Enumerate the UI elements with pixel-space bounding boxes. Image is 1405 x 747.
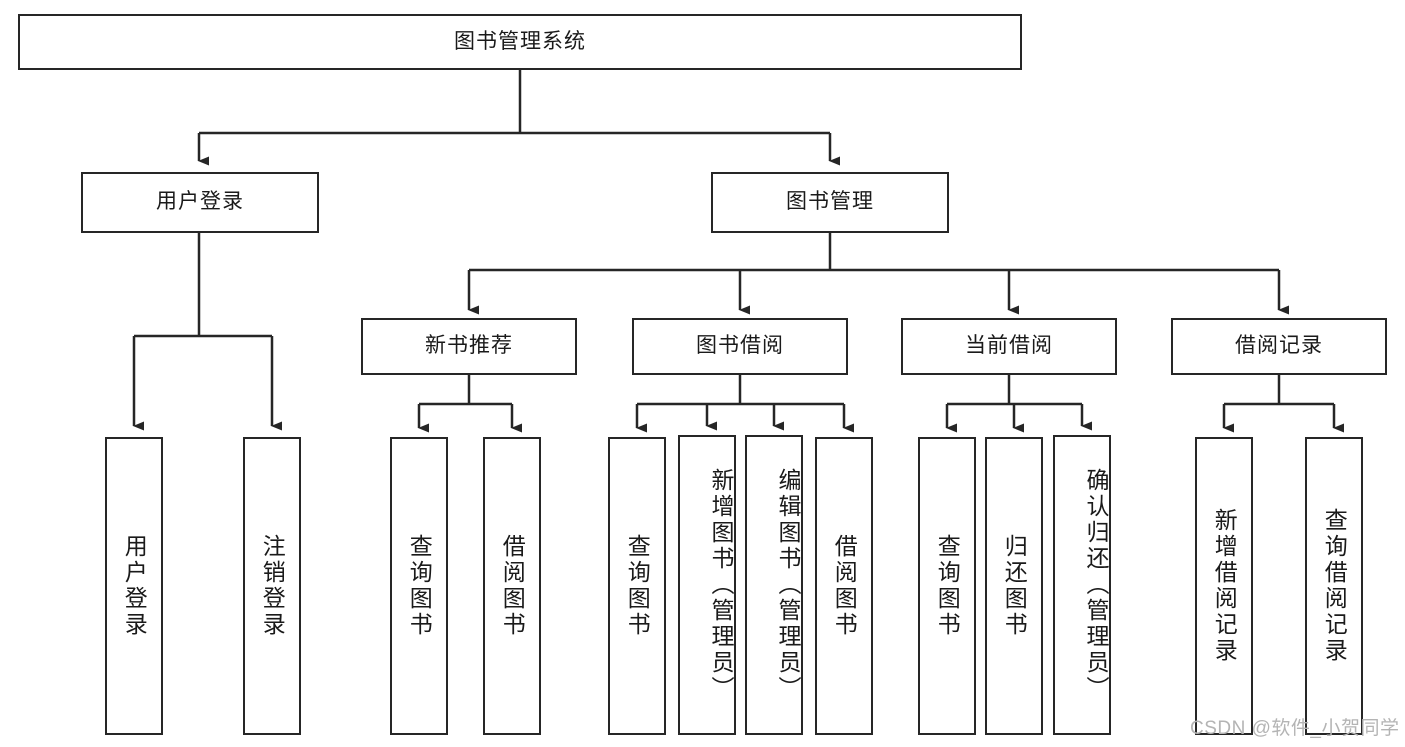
node-leaf-logout[interactable]: 注销登录 <box>243 437 301 735</box>
node-leaf-borrow-book-1[interactable]: 借阅图书 <box>483 437 541 735</box>
node-leaf-borrow-book-2-label: 借阅图书 <box>831 534 858 638</box>
node-leaf-query-book-3-label: 查询图书 <box>934 534 961 638</box>
node-leaf-return-book[interactable]: 归还图书 <box>985 437 1043 735</box>
node-leaf-query-book-2-label: 查询图书 <box>624 534 651 638</box>
node-leaf-query-book-1[interactable]: 查询图书 <box>390 437 448 735</box>
node-leaf-return-book-label: 归还图书 <box>1001 534 1028 638</box>
csdn-watermark: CSDN @软件_小贺同学 <box>1190 718 1400 739</box>
node-leaf-borrow-book-2[interactable]: 借阅图书 <box>815 437 873 735</box>
node-leaf-user-login-label: 用户登录 <box>121 534 148 638</box>
node-leaf-add-book-label: 新增图书（管理员） <box>708 468 734 702</box>
node-leaf-edit-book[interactable]: 编辑图书（管理员） <box>745 435 803 735</box>
node-borrow-record-label: 借阅记录 <box>1235 334 1323 358</box>
node-leaf-edit-book-label: 编辑图书（管理员） <box>775 468 801 702</box>
node-leaf-query-book-1-label: 查询图书 <box>406 534 433 638</box>
node-leaf-add-record-label: 新增借阅记录 <box>1211 508 1238 664</box>
node-leaf-query-book-2[interactable]: 查询图书 <box>608 437 666 735</box>
node-leaf-confirm-return-label: 确认归还（管理员） <box>1083 468 1109 702</box>
node-leaf-user-login[interactable]: 用户登录 <box>105 437 163 735</box>
node-leaf-query-record-label: 查询借阅记录 <box>1321 508 1348 664</box>
node-leaf-add-record[interactable]: 新增借阅记录 <box>1195 437 1253 735</box>
node-root[interactable]: 图书管理系统 <box>18 14 1022 70</box>
node-leaf-borrow-book-1-label: 借阅图书 <box>499 534 526 638</box>
node-borrow-record[interactable]: 借阅记录 <box>1171 318 1387 375</box>
node-user-login-label: 用户登录 <box>156 190 244 214</box>
node-leaf-query-book-3[interactable]: 查询图书 <box>918 437 976 735</box>
node-current-borrow-label: 当前借阅 <box>965 334 1053 358</box>
node-leaf-query-record[interactable]: 查询借阅记录 <box>1305 437 1363 735</box>
node-leaf-add-book[interactable]: 新增图书（管理员） <box>678 435 736 735</box>
node-current-borrow[interactable]: 当前借阅 <box>901 318 1117 375</box>
node-new-book-recommend[interactable]: 新书推荐 <box>361 318 577 375</box>
node-leaf-logout-label: 注销登录 <box>259 534 286 638</box>
node-new-book-recommend-label: 新书推荐 <box>425 334 513 358</box>
node-book-borrow[interactable]: 图书借阅 <box>632 318 848 375</box>
node-book-management-label: 图书管理 <box>786 190 874 214</box>
node-root-label: 图书管理系统 <box>454 29 586 53</box>
node-book-borrow-label: 图书借阅 <box>696 334 784 358</box>
node-user-login[interactable]: 用户登录 <box>81 172 319 233</box>
node-leaf-confirm-return[interactable]: 确认归还（管理员） <box>1053 435 1111 735</box>
node-book-management[interactable]: 图书管理 <box>711 172 949 233</box>
